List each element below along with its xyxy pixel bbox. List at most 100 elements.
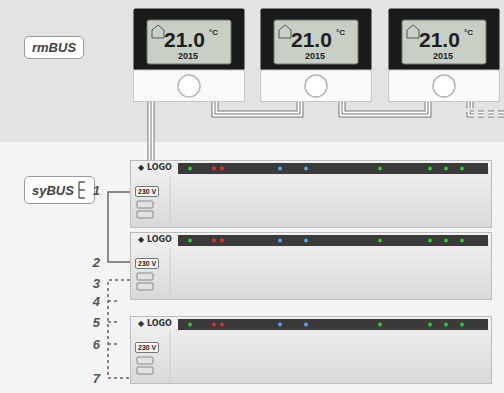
lcd-icon	[152, 25, 164, 38]
button	[137, 273, 153, 280]
thermostat-knob	[433, 75, 455, 97]
brand-logo: ◆ LOGO	[138, 164, 172, 172]
controller-body	[130, 160, 492, 228]
status-strip	[178, 163, 488, 174]
status-led	[212, 167, 216, 171]
status-led	[220, 167, 224, 171]
callout-number: 7	[86, 372, 100, 385]
status-led	[188, 167, 192, 171]
room-thermostat: 21.0 °C 2015	[133, 8, 245, 102]
housing-seam	[170, 176, 171, 225]
lcd-unit: °C	[336, 29, 345, 37]
lcd-temperature: 21.0	[291, 29, 332, 50]
status-led	[188, 239, 192, 243]
button	[137, 357, 153, 364]
status-led	[428, 167, 432, 171]
lcd-display	[147, 20, 231, 64]
bus-wire	[151, 102, 152, 160]
status-led	[444, 323, 448, 327]
sybus-band	[0, 142, 504, 393]
wire-inner	[342, 102, 428, 114]
callout-number: 5	[86, 316, 100, 329]
status-led	[304, 167, 308, 171]
status-strip	[178, 319, 488, 330]
status-led	[460, 167, 464, 171]
bus-line	[108, 280, 130, 378]
status-led	[460, 239, 464, 243]
controller-housing	[131, 161, 492, 228]
callout-number: 4	[86, 295, 100, 308]
lcd-year: 2015	[305, 52, 325, 61]
housing-seam	[170, 248, 171, 297]
status-led	[212, 239, 216, 243]
lcd-display	[402, 20, 486, 64]
bus-wire	[108, 192, 130, 262]
status-led	[212, 323, 216, 327]
lcd-unit: °C	[464, 29, 473, 37]
thermostat-frame	[389, 9, 500, 71]
wire-gap	[470, 102, 504, 114]
lcd-year: 2015	[178, 52, 198, 61]
bus-bracket	[79, 182, 85, 198]
voltage-label: 230 V	[135, 258, 159, 269]
bus-wire	[108, 280, 130, 378]
thermostat-frame	[261, 9, 372, 71]
status-led	[460, 323, 464, 327]
bus-name: syBUS	[32, 184, 74, 197]
controller-box: ◆ LOGO230 V	[130, 316, 492, 384]
bus-continuation	[470, 102, 504, 114]
room-thermostat: 21.0°C2015	[388, 8, 500, 102]
wire-outer	[148, 102, 155, 160]
tick	[108, 300, 118, 302]
bus-tag: syBUS	[24, 176, 95, 204]
controller-body	[130, 232, 492, 300]
controller-housing	[131, 233, 492, 300]
wire-inner	[151, 102, 152, 160]
room-thermostat: 21.0 °C 2015	[260, 8, 372, 102]
tick	[108, 343, 118, 345]
callout-number: 2	[86, 256, 100, 269]
status-led	[188, 323, 192, 327]
wire-gap	[149, 102, 154, 160]
callout-number: 1	[86, 184, 100, 197]
wire-gap	[342, 102, 428, 114]
bus-line	[108, 192, 130, 262]
bus-name: rmBUS	[32, 41, 76, 54]
thermostat-frame	[134, 9, 245, 71]
wire-outer	[215, 102, 300, 114]
thermostat-base	[389, 70, 500, 102]
lcd-temperature: 21.0	[419, 29, 460, 50]
controller-box: ◆ LOGO 230 V	[130, 232, 492, 300]
lcd-icon	[279, 25, 291, 38]
status-led	[278, 167, 282, 171]
bus-tag: rmBUS	[24, 36, 84, 59]
housing-seam	[170, 332, 171, 381]
button	[137, 367, 153, 374]
lcd-temperature: 21.0	[164, 29, 205, 50]
callout-number: 3	[86, 277, 100, 290]
lcd-unit: °C	[209, 29, 218, 37]
wire-inner	[470, 102, 504, 114]
status-strip	[178, 235, 488, 246]
status-led	[444, 167, 448, 171]
status-led	[428, 323, 432, 327]
brand-logo: ◆ LOGO	[138, 236, 172, 244]
thermostat-knob	[305, 75, 327, 97]
thermostat-base	[134, 70, 245, 102]
status-led	[278, 239, 282, 243]
status-led	[304, 323, 308, 327]
bus-symbol	[77, 181, 87, 199]
status-led	[378, 323, 382, 327]
bus-wire	[215, 102, 300, 114]
wire-gap	[215, 102, 300, 114]
callout-number: 6	[86, 338, 100, 351]
status-led	[428, 239, 432, 243]
button	[137, 211, 153, 218]
wire-outer	[470, 102, 504, 114]
bus-ticks	[108, 301, 118, 344]
bus-wire	[342, 102, 428, 114]
voltage-label: 230 V	[135, 186, 159, 197]
controller-housing	[131, 317, 492, 384]
rmbus-band	[0, 0, 504, 142]
